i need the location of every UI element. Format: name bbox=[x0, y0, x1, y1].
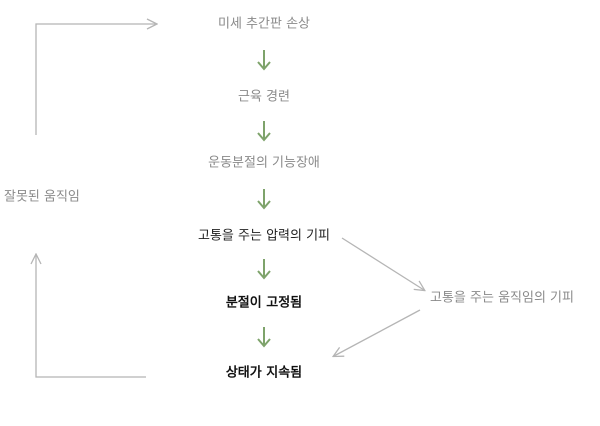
loop-upper-connector bbox=[35, 24, 156, 135]
green-arrow-5 bbox=[257, 327, 271, 348]
node-pain-pressure-avoidance: 고통을 주는 압력의 기피 bbox=[198, 229, 330, 244]
green-arrow-2 bbox=[257, 121, 271, 142]
side-label-pain-movement-avoidance: 고통을 주는 움직임의 기피 bbox=[430, 291, 574, 306]
branch-arrow-in bbox=[334, 309, 421, 356]
node-micro-disc-injury: 미세 추간판 손상 bbox=[218, 17, 310, 32]
green-arrow-1 bbox=[257, 50, 271, 71]
green-arrow-3 bbox=[257, 189, 271, 210]
node-muscle-spasm: 근육 경련 bbox=[238, 90, 290, 105]
green-arrow-4 bbox=[257, 259, 271, 280]
node-state-persists: 상태가 지속됨 bbox=[226, 366, 302, 381]
node-segment-dysfunction: 운동분절의 기능장애 bbox=[208, 156, 320, 171]
loop-lower-connector bbox=[36, 255, 146, 378]
side-label-wrong-movement: 잘못된 움직임 bbox=[4, 190, 80, 205]
branch-arrow-out bbox=[341, 237, 424, 290]
node-segment-fixed: 분절이 고정됨 bbox=[226, 295, 302, 311]
